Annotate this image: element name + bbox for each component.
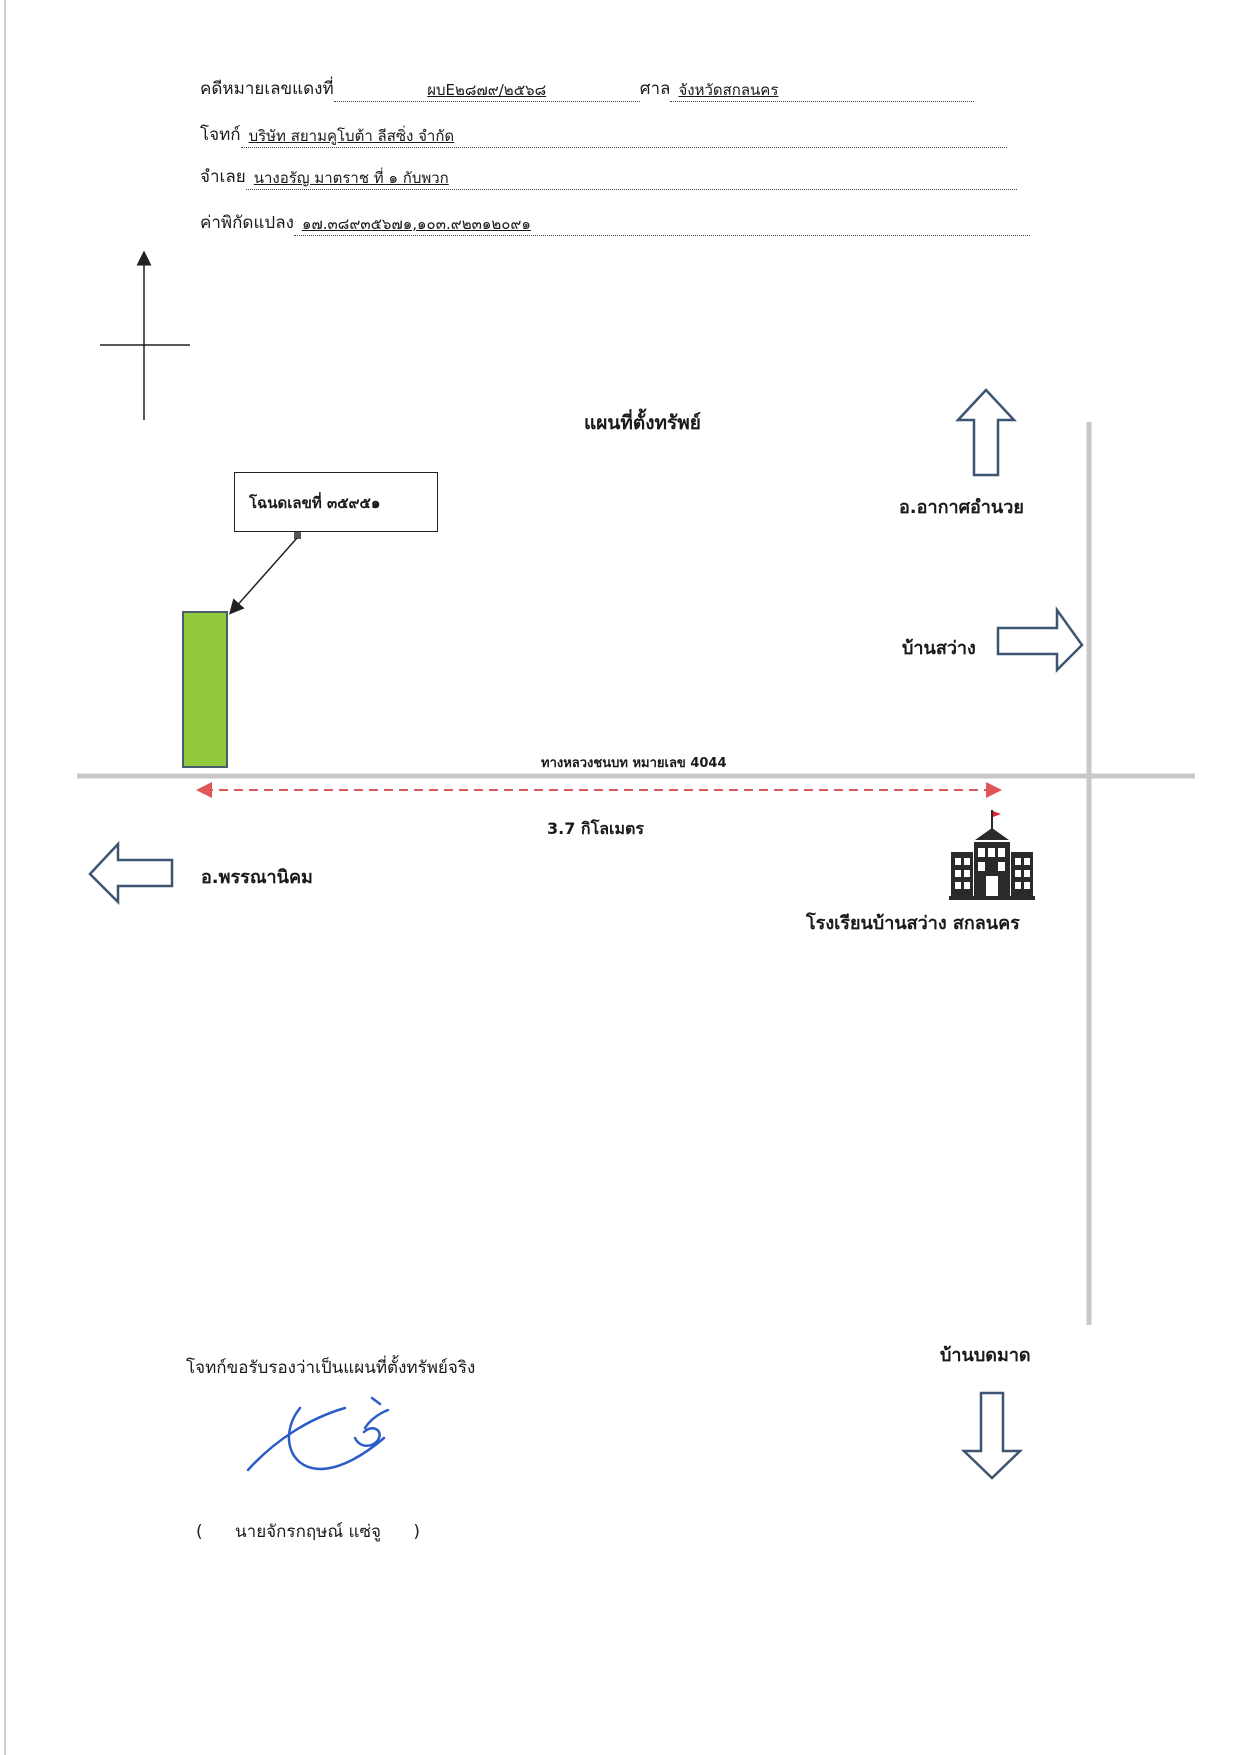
signature-mark <box>246 1396 390 1472</box>
west-arrow-icon <box>88 840 174 906</box>
defendant-label: จำเลย <box>200 167 246 187</box>
coordinate-value: ๑๗.๓๘๙๓๕๖๗๑,๑๐๓.๙๒๓๑๒๐๙๑ <box>293 213 1030 236</box>
school-label: โรงเรียนบ้านสว่าง สกลนคร <box>806 913 1020 934</box>
east-arrow-icon <box>996 606 1084 674</box>
certification-statement: โจทก์ขอรับรองว่าเป็นแผนที่ตั้งทรัพย์จริง <box>186 1358 476 1378</box>
distance-label: 3.7 กิโลเมตร <box>547 819 644 838</box>
north-destination-label: อ.อากาศอำนวย <box>899 497 1024 518</box>
plaintiff-label: โจทก์ <box>200 125 241 145</box>
road-label: ทางหลวงชนบท หมายเลข 4044 <box>541 756 727 771</box>
deed-label: โฉนดเลขที่ ๓๕๙๕๑ <box>249 494 381 512</box>
coordinate-label: ค่าพิกัดแปลง <box>200 213 294 233</box>
east-destination-label: บ้านสว่าง <box>902 638 976 659</box>
court-label: ศาล <box>639 79 671 99</box>
south-destination-label: บ้านบดมาด <box>940 1345 1031 1366</box>
school-icon <box>949 810 1035 900</box>
case-number-row: คดีหมายเลขแดงที่ ผบE๒๘๗๙/๒๕๖๘ ศาล จังหวั… <box>200 74 975 102</box>
west-destination-label: อ.พรรณานิคม <box>201 867 313 888</box>
callout-pointer <box>229 532 301 615</box>
case-number-label: คดีหมายเลขแดงที่ <box>200 79 334 99</box>
signer-name: ( นายจักรกฤษณ์ แซ่จู ) <box>196 1522 421 1542</box>
court-value: จังหวัดสกลนคร <box>670 79 975 102</box>
north-arrow-icon <box>955 388 1017 477</box>
south-arrow-icon <box>960 1391 1024 1480</box>
plaintiff-value: บริษัท สยามคูโบต้า ลีสซิ่ง จำกัด <box>240 125 1007 148</box>
coordinate-row: ค่าพิกัดแปลง ๑๗.๓๘๙๓๕๖๗๑,๑๐๓.๙๒๓๑๒๐๙๑ <box>200 208 1030 236</box>
land-parcel <box>182 611 228 768</box>
compass-icon <box>100 250 190 420</box>
case-number-value: ผบE๒๘๗๙/๒๕๖๘ <box>333 79 640 102</box>
map-title: แผนที่ตั้งทรัพย์ <box>584 412 701 434</box>
defendant-row: จำเลย นางอรัญ มาตราช ที่ ๑ กับพวก <box>200 162 1017 190</box>
plaintiff-row: โจทก์ บริษัท สยามคูโบต้า ลีสซิ่ง จำกัด <box>200 120 1007 148</box>
defendant-value: นางอรัญ มาตราช ที่ ๑ กับพวก <box>245 167 1017 190</box>
deed-callout-box: โฉนดเลขที่ ๓๕๙๕๑ <box>234 472 438 532</box>
